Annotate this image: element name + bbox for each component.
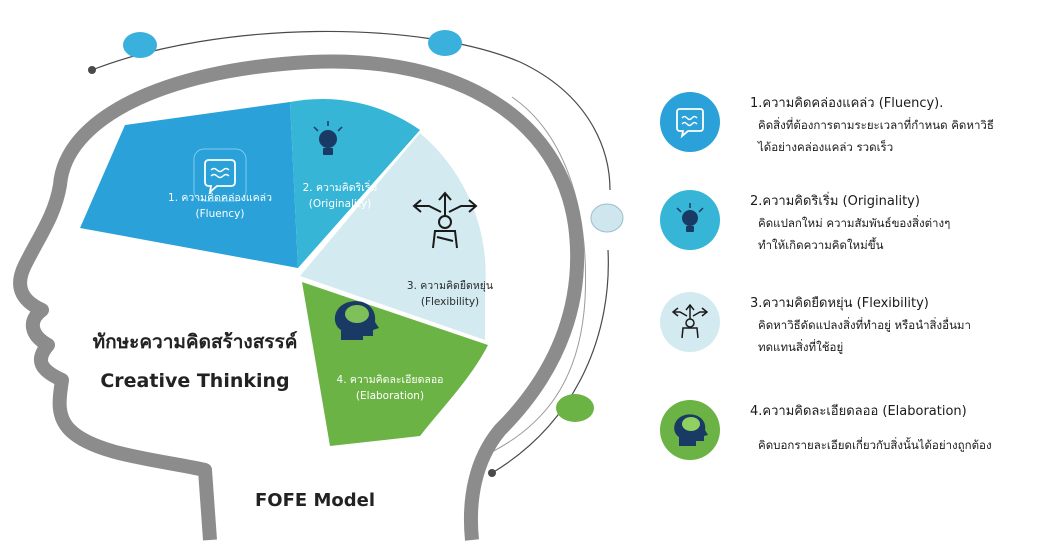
person-arrows-icon: [660, 292, 720, 352]
orbit-endpoint-dot: [88, 66, 96, 74]
segment-label-fluency: 1. ความคิดคล่องแคล่ว (Fluency): [150, 190, 290, 222]
segment-title: 2. ความคิดริเริ่ม: [302, 182, 378, 194]
legend-description: คิดบอกรายละเอียดเกี่ยวกับสิ่งนั้นได้อย่า…: [758, 434, 992, 456]
legend-desc-line: คิดหาวิธีดัดแปลงสิ่งที่ทำอยู่ หรือนำสิ่ง…: [758, 318, 971, 332]
segment-subtitle: (Originality): [308, 198, 372, 210]
legend-desc-line: คิดแปลกใหม่ ความสัมพันธ์ของสิ่งต่างๆ: [758, 216, 951, 230]
lower-orbit-arc: [491, 249, 609, 474]
legend-desc-line: คิดบอกรายละเอียดเกี่ยวกับสิ่งนั้นได้อย่า…: [758, 438, 992, 452]
legend-title: 3.ความคิดยืดหยุ่น (Flexibility): [750, 296, 929, 311]
orbit-bubble-blue: [123, 32, 157, 58]
legend-title: 2.ความคิดริเริ่ม (Originality): [750, 194, 920, 209]
inner-orbit-arc: [474, 96, 587, 461]
segment-label-elaboration: 4. ความคิดละเอียดลออ (Elaboration): [325, 372, 455, 404]
orbit-bubble-light: [590, 203, 624, 233]
lightbulb-icon: [313, 121, 343, 155]
legend-description: คิดหาวิธีดัดแปลงสิ่งที่ทำอยู่ หรือนำสิ่ง…: [758, 314, 971, 358]
orbit-bubble-green: [556, 394, 594, 422]
segment-title: 3. ความคิดยืดหยุ่น: [406, 280, 494, 292]
legend-desc-line: คิดสิ่งที่ต้องการตามระยะเวลาที่กำหนด คิด…: [758, 118, 994, 132]
model-name: FOFE Model: [255, 490, 375, 511]
head-outline: [13, 54, 585, 541]
segment-subtitle: (Flexibility): [420, 296, 480, 308]
outer-orbit-arc: [91, 30, 611, 191]
segment-flexibility: [300, 133, 486, 340]
segment-label-flexibility: 3. ความคิดยืดหยุ่น (Flexibility): [395, 278, 505, 310]
segment-subtitle: (Fluency): [195, 208, 245, 220]
head-brain-icon: [334, 301, 379, 340]
legend-title: 1.ความคิดคล่องแคล่ว (Fluency).: [750, 96, 944, 111]
legend-title: 4.ความคิดละเอียดลออ (Elaboration): [750, 404, 967, 419]
legend-description: คิดสิ่งที่ต้องการตามระยะเวลาที่กำหนด คิด…: [758, 114, 994, 158]
segment-label-originality: 2. ความคิดริเริ่ม (Originality): [285, 180, 395, 212]
head-brain-icon: [660, 400, 720, 460]
segment-title: 4. ความคิดละเอียดลออ: [336, 374, 444, 386]
segment-fluency: [80, 102, 298, 268]
legend-desc-line: ได้อย่างคล่องแคล่ว รวดเร็ว: [758, 140, 894, 154]
legend-description: คิดแปลกใหม่ ความสัมพันธ์ของสิ่งต่างๆ ทำใ…: [758, 212, 950, 256]
person-arrows-icon: [412, 191, 478, 249]
chat-waves-icon: [660, 92, 720, 152]
lightbulb-icon: [660, 190, 720, 250]
chat-waves-icon: [193, 148, 247, 202]
segment-subtitle: (Elaboration): [355, 390, 425, 402]
title-thai: ทักษะความคิดสร้างสรรค์: [92, 331, 298, 353]
segment-title: 1. ความคิดคล่องแคล่ว: [168, 192, 272, 204]
orbit-endpoint-dot: [488, 469, 496, 477]
title-english: Creative Thinking: [100, 370, 290, 392]
legend-desc-line: ทำให้เกิดความคิดใหม่ขึ้น: [758, 238, 884, 252]
orbit-bubble-blue: [428, 30, 462, 56]
legend-desc-line: ทดแทนสิ่งที่ใช้อยู่: [758, 340, 844, 354]
